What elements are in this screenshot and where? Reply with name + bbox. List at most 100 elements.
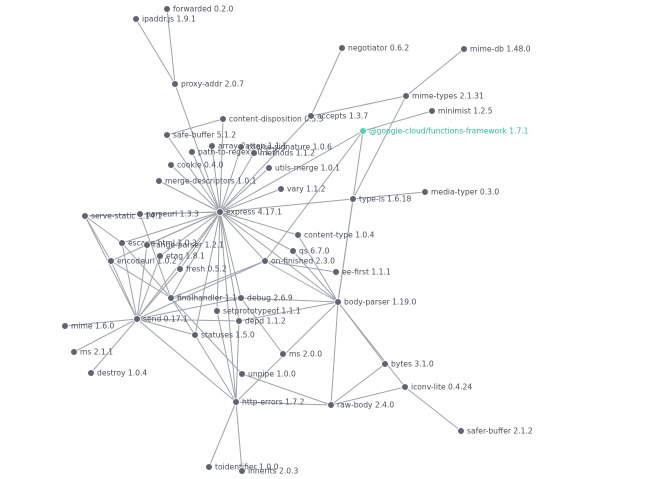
node-dot[interactable] — [232, 398, 240, 406]
node-dot[interactable] — [238, 370, 246, 378]
node-setprototypeof[interactable]: setprototypeof 1.1.1 — [213, 307, 301, 316]
node-raw-body[interactable]: raw-body 2.4.0 — [327, 401, 395, 410]
node-dot[interactable] — [167, 294, 175, 302]
node-negotiator[interactable]: negotiator 0.6.2 — [338, 44, 410, 53]
node-mime-types[interactable]: mime-types 2.1.31 — [402, 92, 484, 101]
node-safer-buffer[interactable]: safer-buffer 2.1.2 — [457, 427, 533, 436]
node-dot[interactable] — [261, 257, 269, 265]
node-content-type[interactable]: content-type 1.0.4 — [294, 231, 375, 240]
node-ipaddr[interactable]: ipaddr.js 1.9.1 — [132, 15, 196, 24]
node-dot[interactable] — [188, 148, 196, 156]
node-dot[interactable] — [294, 231, 302, 239]
node-statuses[interactable]: statuses 1.5.0 — [191, 331, 255, 340]
node-dot[interactable] — [238, 467, 246, 475]
node-dot[interactable] — [235, 317, 243, 325]
node-dot[interactable] — [428, 107, 436, 115]
node-media-typer[interactable]: media-typer 0.3.0 — [421, 188, 500, 197]
node-parseurl[interactable]: parseurl 1.3.3 — [136, 210, 200, 219]
node-forwarded[interactable]: forwarded 0.2.0 — [163, 5, 234, 14]
node-vary[interactable]: vary 1.1.2 — [277, 185, 326, 194]
node-dot[interactable] — [460, 45, 468, 53]
node-dot[interactable] — [143, 241, 151, 249]
node-dot[interactable] — [381, 360, 389, 368]
node-proxy-addr[interactable]: proxy-addr 2.0.7 — [171, 80, 245, 89]
node-on-finished[interactable]: on-finished 2.3.0 — [261, 257, 335, 266]
node-dot[interactable] — [289, 247, 297, 255]
node-dot[interactable] — [349, 195, 357, 203]
node-dot[interactable] — [277, 185, 285, 193]
node-dot[interactable] — [205, 463, 213, 471]
node-dot[interactable] — [421, 188, 429, 196]
node-dot[interactable] — [87, 369, 95, 377]
node-dot[interactable] — [401, 383, 409, 391]
node-cookie[interactable]: cookie 0.4.0 — [167, 161, 224, 170]
node-range-parser[interactable]: range-parser 1.2.1 — [143, 241, 224, 250]
node-dot[interactable] — [61, 322, 69, 330]
node-dot[interactable] — [191, 331, 199, 339]
node-dot[interactable] — [70, 348, 78, 356]
node-toidentifier[interactable]: toidentifier 1.0.0 — [205, 463, 279, 472]
node-dot[interactable] — [176, 265, 184, 273]
node-dot[interactable] — [237, 294, 245, 302]
node-fresh[interactable]: fresh 0.5.2 — [176, 265, 227, 274]
node-path-to-regexp[interactable]: path-to-regexp 0.1.7 — [188, 148, 277, 157]
node-array-flatten[interactable]: array-flatten 1.1.1 — [208, 142, 288, 151]
node-finalhandler[interactable]: finalhandler 1.1.2 — [167, 294, 245, 303]
node-serve-static[interactable]: serve-static 1.14.1 — [81, 212, 163, 221]
node-dot[interactable] — [81, 212, 89, 220]
node-ms-200[interactable]: ms 2.0.0 — [279, 350, 323, 359]
node-destroy[interactable]: destroy 1.0.4 — [87, 369, 148, 378]
node-http-errors[interactable]: http-errors 1.7.2 — [232, 398, 305, 407]
node-inherits[interactable]: inherits 2.0.3 — [238, 467, 299, 476]
node-dot[interactable] — [171, 80, 179, 88]
node-debug[interactable]: debug 2.6.9 — [237, 294, 293, 303]
node-dot[interactable] — [132, 15, 140, 23]
node-dot[interactable] — [457, 427, 465, 435]
node-dot[interactable] — [155, 177, 163, 185]
node-bytes[interactable]: bytes 3.1.0 — [381, 360, 434, 369]
node-dot[interactable] — [167, 161, 175, 169]
node-dot[interactable] — [327, 401, 335, 409]
node-content-disposition[interactable]: content-disposition 0.5.3 — [219, 115, 324, 124]
node-ms-211[interactable]: ms 2.1.1 — [70, 348, 114, 357]
node-dot[interactable] — [338, 44, 346, 52]
node-dot[interactable] — [216, 208, 224, 216]
node-dot[interactable] — [219, 115, 227, 123]
node-type-is[interactable]: type-is 1.6.18 — [349, 195, 412, 204]
node-encodeurl[interactable]: encodeurl 1.0.2 — [107, 257, 177, 266]
node-dot[interactable] — [107, 257, 115, 265]
node-dot[interactable] — [332, 268, 340, 276]
node-dot[interactable] — [118, 239, 126, 247]
node-depd[interactable]: depd 1.1.2 — [235, 317, 286, 326]
node-dot[interactable] — [237, 143, 245, 151]
node-iconv-lite[interactable]: iconv-lite 0.4.24 — [401, 383, 473, 392]
node-dot[interactable] — [279, 350, 287, 358]
node-express[interactable]: express 4.17.1 — [216, 208, 283, 217]
node-safe-buffer[interactable]: safe-buffer 5.1.2 — [163, 131, 237, 140]
node-dot[interactable] — [136, 210, 144, 218]
node-functions-framework[interactable]: @google-cloud/functions-framework 1.7.1 — [359, 127, 529, 136]
node-dot[interactable] — [359, 127, 367, 135]
node-dot[interactable] — [208, 142, 216, 150]
node-dot[interactable] — [163, 5, 171, 13]
node-ee-first[interactable]: ee-first 1.1.1 — [332, 268, 391, 277]
node-minimist[interactable]: minimist 1.2.5 — [428, 107, 493, 116]
node-dot[interactable] — [213, 307, 221, 315]
node-dot[interactable] — [265, 164, 273, 172]
node-dot[interactable] — [334, 298, 342, 306]
node-etag[interactable]: etag 1.8.1 — [156, 252, 205, 261]
node-mime[interactable]: mime 1.6.0 — [61, 322, 115, 331]
node-unpipe[interactable]: unpipe 1.0.0 — [238, 370, 296, 379]
node-methods[interactable]: methods 1.1.2 — [250, 149, 316, 158]
node-dot[interactable] — [402, 92, 410, 100]
node-dot[interactable] — [250, 149, 258, 157]
node-escape-html[interactable]: escape-html 1.0.3 — [118, 239, 197, 248]
node-mime-db[interactable]: mime-db 1.48.0 — [460, 45, 531, 54]
node-dot[interactable] — [163, 131, 171, 139]
node-utils-merge[interactable]: utils-merge 1.0.1 — [265, 164, 341, 173]
node-send[interactable]: send 0.17.1 — [133, 315, 188, 324]
node-accepts[interactable]: accepts 1.3.7 — [307, 112, 369, 121]
node-dot[interactable] — [307, 112, 315, 120]
node-body-parser[interactable]: body-parser 1.19.0 — [334, 298, 417, 307]
